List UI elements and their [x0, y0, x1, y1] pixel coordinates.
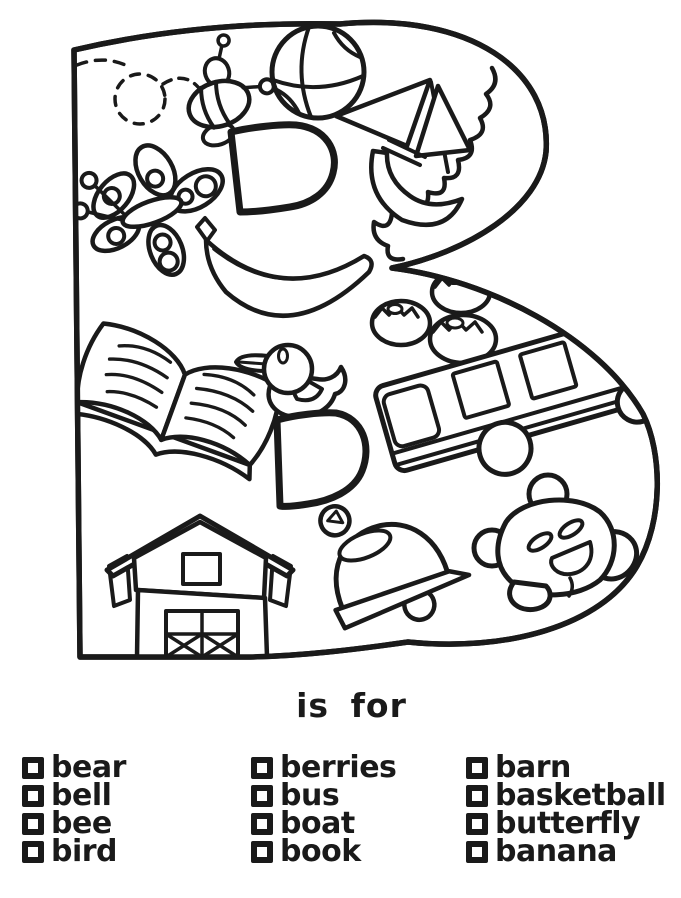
checklist-item-book: book: [251, 834, 396, 869]
letter-b-outline-stroke: [71, 19, 661, 660]
bee-trail: [75, 58, 200, 126]
checklist-item-boat: boat: [251, 806, 396, 841]
checklist-label: bee: [51, 806, 112, 841]
checklist-item-bell: bell: [22, 778, 126, 813]
boat-illustration: [333, 65, 498, 262]
checkbox-bell[interactable]: [22, 785, 44, 807]
checkbox-boat[interactable]: [251, 813, 273, 835]
checklist-item-bear: bear: [22, 750, 126, 785]
checkbox-bird[interactable]: [22, 841, 44, 863]
checkbox-bee[interactable]: [22, 813, 44, 835]
basketball-illustration: [269, 23, 367, 121]
checkbox-bus[interactable]: [251, 785, 273, 807]
berries-illustration: [369, 268, 499, 366]
letter-b-top-counter: [227, 121, 338, 216]
bear-illustration: [471, 472, 640, 613]
letter-b-illustration: [71, 19, 661, 660]
checklist-item-berries: berries: [251, 750, 397, 785]
banana-illustration: [195, 216, 374, 319]
checkbox-bear[interactable]: [22, 757, 44, 779]
bee-illustration: [186, 33, 276, 148]
checklist-item-bus: bus: [251, 778, 396, 813]
checkbox-book[interactable]: [251, 841, 273, 863]
bird-illustration: [234, 342, 348, 420]
checklist-label: basketball: [495, 778, 666, 813]
checklist-column-1: bear bell bee bird: [22, 750, 126, 869]
checklist-label: book: [280, 834, 361, 869]
checklist-column-3: barn basketball butterfly banana: [466, 750, 666, 869]
checklist-item-basketball: basketball: [466, 778, 666, 813]
barn-illustration: [104, 513, 296, 657]
checklist-label: bird: [51, 834, 118, 869]
checklist-label: banana: [495, 834, 617, 869]
checkbox-basketball[interactable]: [466, 785, 488, 807]
checklist-item-banana: banana: [466, 834, 666, 869]
checklist-item-bee: bee: [22, 806, 126, 841]
book-illustration: [74, 321, 283, 482]
checkbox-berries[interactable]: [251, 757, 273, 779]
checklist-column-2: berries bus boat book: [251, 750, 397, 869]
checklist-label: bus: [280, 778, 340, 813]
checklist-label: bell: [51, 778, 112, 813]
checklist-item-butterfly: butterfly: [466, 806, 666, 841]
bell-illustration: [318, 504, 472, 631]
checklist-item-barn: barn: [466, 750, 666, 785]
checklist-item-bird: bird: [22, 834, 126, 869]
checklist-label: berries: [280, 750, 397, 785]
checkbox-barn[interactable]: [466, 757, 488, 779]
letter-b-bottom-counter: [273, 409, 370, 510]
caption-is-for: is for: [296, 686, 407, 725]
checklist-label: butterfly: [495, 806, 641, 841]
butterfly-illustration: [74, 143, 225, 277]
checklist-label: barn: [495, 750, 571, 785]
checkbox-butterfly[interactable]: [466, 813, 488, 835]
checklist-label: bear: [51, 750, 126, 785]
checkbox-banana[interactable]: [466, 841, 488, 863]
checklist-label: boat: [280, 806, 355, 841]
